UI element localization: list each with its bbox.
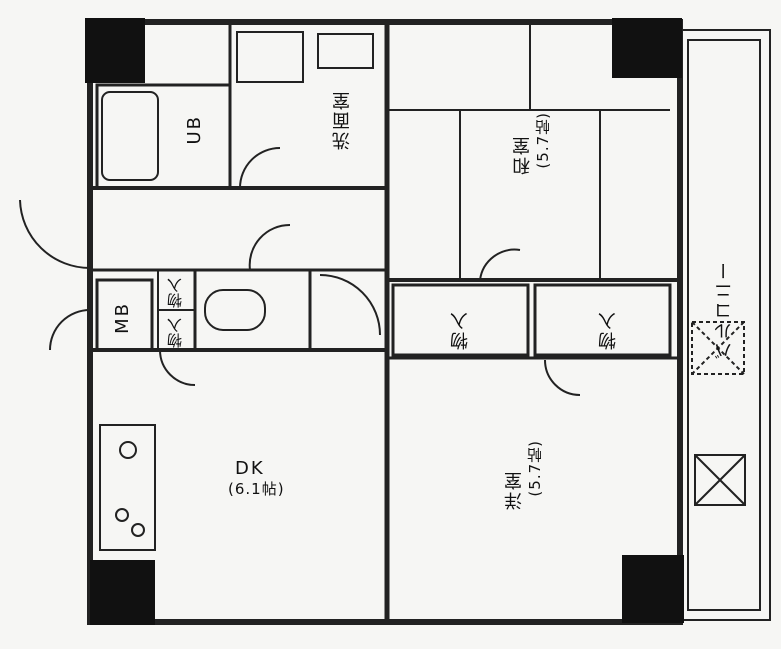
sink bbox=[119, 441, 137, 459]
mb-door-swing bbox=[49, 309, 91, 351]
washitsu-door-swing bbox=[479, 248, 521, 281]
dk-size: (6.1帖) bbox=[228, 480, 285, 498]
bathtub bbox=[101, 91, 159, 181]
pillar-top-right bbox=[612, 18, 682, 78]
storage-center-label: 物入 bbox=[450, 310, 471, 350]
dk-door-swing bbox=[319, 274, 381, 336]
toilet-bowl bbox=[204, 289, 266, 331]
hall-door-swing bbox=[248, 223, 291, 271]
storage-left-top-label: 物入 bbox=[166, 278, 184, 308]
balcony-label: バルコニー bbox=[714, 260, 735, 360]
kitchen-counter bbox=[99, 424, 156, 551]
balcony-unit-2-x2 bbox=[694, 454, 746, 506]
washitsu-size: (5.7帖) bbox=[534, 112, 552, 169]
dk-label: DK bbox=[235, 458, 265, 479]
entrance-door-swing bbox=[19, 199, 91, 269]
youshitsu-size: (5.7帖) bbox=[526, 440, 544, 497]
pillar-bottom-left bbox=[90, 560, 155, 625]
mb-box bbox=[95, 278, 154, 352]
toilet-room bbox=[193, 268, 312, 352]
balcony-unit-1-x2 bbox=[691, 321, 745, 375]
pillar-top-left bbox=[85, 18, 145, 83]
youshitsu-door-swing bbox=[544, 359, 581, 396]
balcony-unit-1 bbox=[691, 321, 745, 375]
balcony-outline bbox=[679, 29, 771, 621]
ub-label: UB bbox=[184, 115, 205, 145]
storage-center-box bbox=[391, 283, 530, 357]
senmen-label: 洗面室 bbox=[332, 90, 353, 150]
mb-label: MB bbox=[112, 302, 133, 334]
pillar-bottom-right bbox=[622, 555, 684, 623]
balcony-unit-2 bbox=[694, 454, 746, 506]
basin bbox=[317, 33, 374, 69]
burner-1 bbox=[115, 508, 129, 522]
burner-2 bbox=[131, 523, 145, 537]
senmen-door-swing bbox=[239, 147, 281, 189]
washing-machine-pan bbox=[236, 31, 304, 83]
ub-box bbox=[95, 83, 232, 190]
storage-right-box bbox=[533, 283, 672, 357]
storage-right-label: 物入 bbox=[598, 310, 619, 350]
storage-left-bottom-label: 物入 bbox=[166, 318, 184, 348]
storage-door-swing bbox=[159, 349, 196, 386]
balcony-inner bbox=[687, 39, 761, 611]
